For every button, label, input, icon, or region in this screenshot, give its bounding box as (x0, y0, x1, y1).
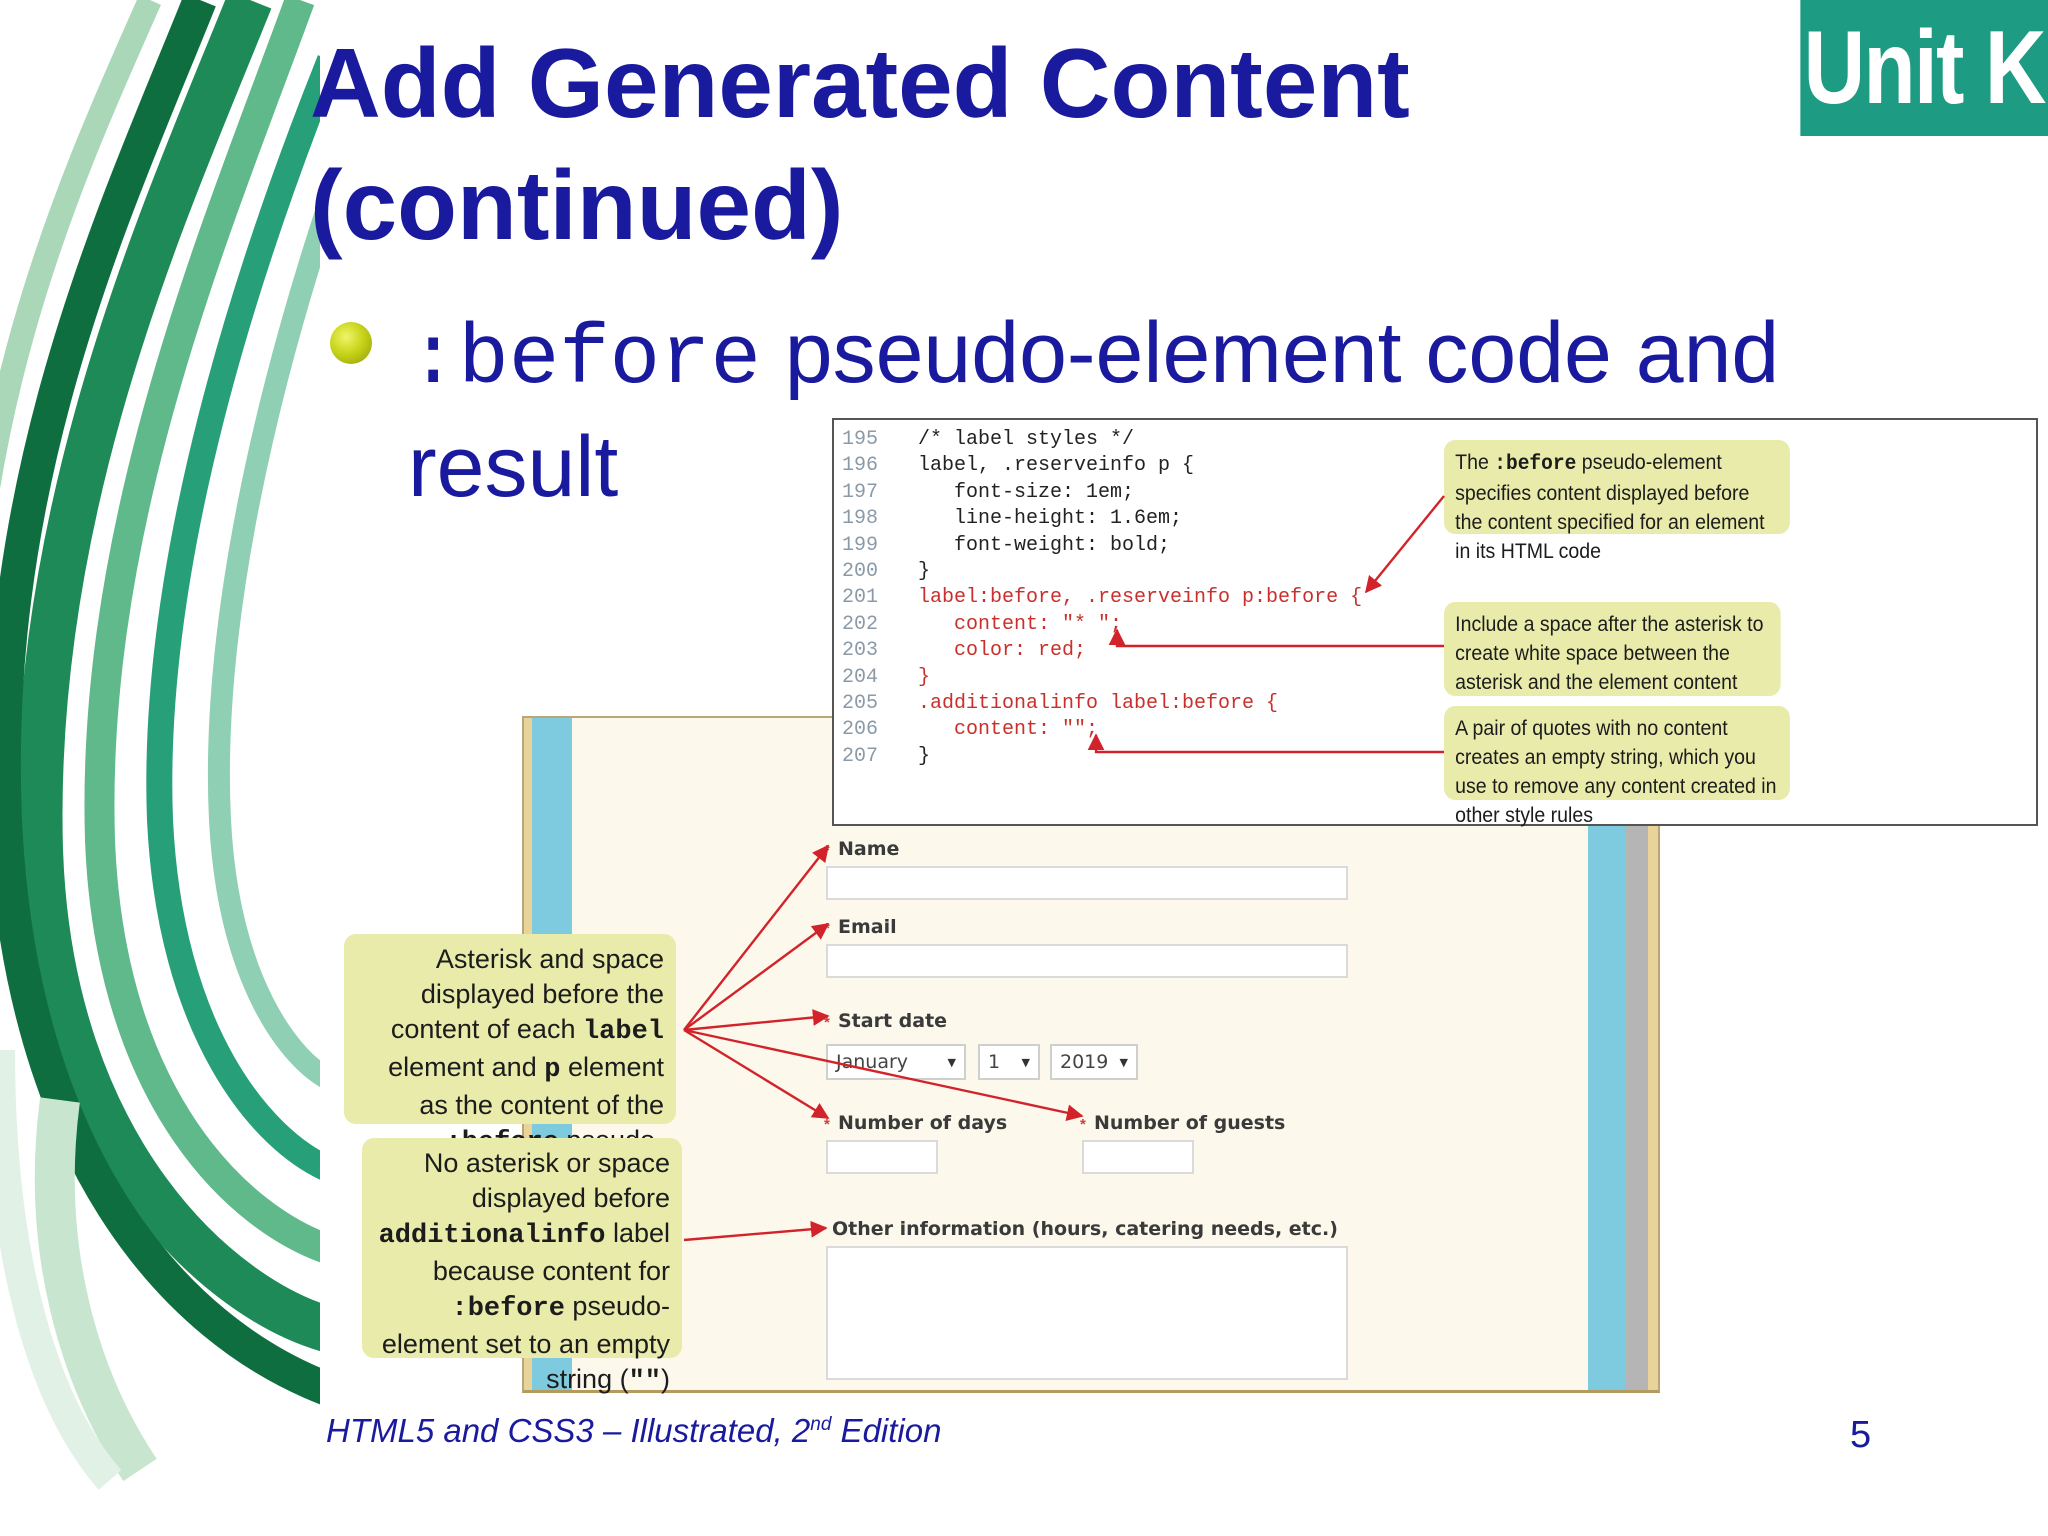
line-number: 201 (842, 586, 879, 610)
asterisk: * (824, 1116, 830, 1133)
decorative-stripes (0, 0, 320, 1490)
line-number: 199 (842, 533, 879, 557)
bullet-text-rest: pseudo-element code and (760, 305, 1780, 401)
callout-no-asterisk: No asterisk or space displayed before ad… (362, 1138, 682, 1397)
code-window: 195 /* label styles */ 196 label, .reservei… (832, 418, 2038, 826)
asterisk: * (824, 842, 830, 859)
year-select[interactable]: 2019 ▼ (1050, 1044, 1138, 1080)
code-text: } (918, 665, 931, 689)
chevron-down-icon: ▼ (1119, 1055, 1128, 1069)
day-select[interactable]: 1▼ (978, 1044, 1040, 1080)
start-date-label: Start date (838, 1010, 948, 1032)
line-number: 197 (842, 480, 879, 504)
callout-empty-string: A pair of quotes with no content creates… (1444, 706, 1790, 827)
slide-title: Add Generated Content (continued) (310, 22, 1730, 266)
bullet-line-2: result (408, 419, 619, 515)
bullet-dot-icon (330, 322, 372, 364)
bullet-text: :before pseudo-element code and result (408, 300, 1908, 520)
title-line-2: (continued) (310, 150, 844, 260)
other-info-textarea[interactable] (826, 1246, 1348, 1380)
code-text: } (918, 560, 931, 583)
code-text: content: ""; (918, 718, 1099, 742)
email-label: Email (838, 916, 897, 938)
name-input[interactable] (826, 866, 1348, 900)
code-text: color: red; (918, 639, 1087, 663)
asterisk: * (824, 1014, 830, 1031)
line-number: 207 (842, 744, 879, 768)
code-text: font-weight: bold; (918, 533, 1171, 557)
code-text: line-height: 1.6em; (918, 507, 1183, 531)
unit-badge: Unit K (1800, 0, 2048, 136)
title-line-1: Add Generated Content (310, 28, 1410, 138)
code-text: } (918, 744, 931, 768)
line-number: 202 (842, 612, 879, 636)
code-text: font-size: 1em; (918, 480, 1135, 504)
other-info-label: Other information (hours, catering needs… (832, 1218, 1338, 1240)
chevron-down-icon: ▼ (947, 1055, 956, 1069)
callout-space-after-asterisk: Include a space after the asterisk to cr… (1444, 602, 1781, 696)
asterisk: * (824, 920, 830, 937)
days-input[interactable] (826, 1140, 938, 1174)
line-number: 195 (842, 428, 879, 451)
month-value: January (836, 1051, 909, 1073)
bullet-code: :before (408, 313, 761, 408)
code-text: content: "* "; (918, 612, 1123, 636)
asterisk: * (1080, 1116, 1086, 1133)
footer-citation: HTML5 and CSS3 – Illustrated, 2nd Editio… (326, 1412, 942, 1449)
day-value: 1 (988, 1051, 1001, 1073)
line-number: 200 (842, 560, 879, 583)
email-input[interactable] (826, 944, 1348, 978)
name-label: Name (838, 838, 900, 860)
year-value: 2019 (1060, 1051, 1109, 1073)
code-text: /* label styles */ (918, 428, 1135, 451)
page-number: 5 (1850, 1414, 1872, 1456)
days-label: Number of days (838, 1112, 1008, 1134)
line-number: 205 (842, 692, 879, 715)
code-text: .additionalinfo label:before { (918, 692, 1279, 715)
code-text: label, .reserveinfo p { (918, 454, 1195, 478)
chevron-down-icon: ▼ (1021, 1055, 1030, 1069)
guests-label: Number of guests (1094, 1112, 1286, 1134)
line-number: 203 (842, 639, 879, 663)
line-number: 198 (842, 507, 879, 531)
line-number: 196 (842, 454, 879, 478)
callout-before-pseudo: The :before pseudo-element specifies con… (1444, 440, 1790, 563)
line-number: 204 (842, 665, 879, 689)
callout-asterisk-displayed: Asterisk and space displayed before the … (344, 934, 676, 1193)
guests-input[interactable] (1082, 1140, 1194, 1174)
line-number: 206 (842, 718, 879, 742)
month-select[interactable]: January ▼ (826, 1044, 966, 1080)
code-text: label:before, .reserveinfo p:before { (918, 586, 1363, 610)
